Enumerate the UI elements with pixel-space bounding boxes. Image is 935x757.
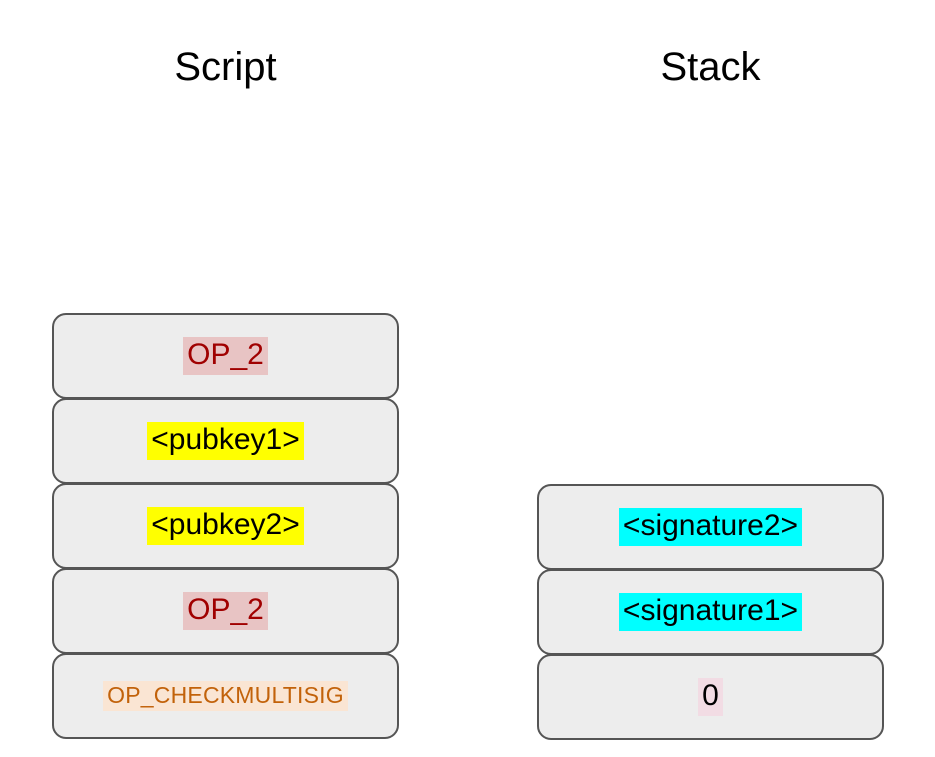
- script-item-3-label: OP_2: [183, 592, 268, 630]
- script-item-3: OP_2: [52, 568, 399, 654]
- script-stack: OP_2 <pubkey1> <pubkey2> OP_2 OP_CHECKMU…: [52, 313, 399, 739]
- stack-stack: <signature2> <signature1> 0: [537, 484, 884, 740]
- script-item-1-label: <pubkey1>: [147, 422, 304, 460]
- script-column-title: Script: [174, 45, 277, 89]
- script-item-4-label: OP_CHECKMULTISIG: [103, 681, 348, 711]
- stack-item-1: <signature1>: [537, 569, 884, 655]
- stack-item-2-label: 0: [698, 678, 723, 716]
- stack-item-0-label: <signature2>: [618, 508, 803, 546]
- stack-column-title: Stack: [660, 45, 761, 89]
- stack-item-1-label: <signature1>: [618, 593, 803, 631]
- script-item-1: <pubkey1>: [52, 398, 399, 484]
- script-item-0-label: OP_2: [183, 337, 268, 375]
- script-item-4: OP_CHECKMULTISIG: [52, 653, 399, 739]
- script-item-0: OP_2: [52, 313, 399, 399]
- script-item-2: <pubkey2>: [52, 483, 399, 569]
- script-item-2-label: <pubkey2>: [147, 507, 304, 545]
- stack-item-0: <signature2>: [537, 484, 884, 570]
- stack-item-2: 0: [537, 654, 884, 740]
